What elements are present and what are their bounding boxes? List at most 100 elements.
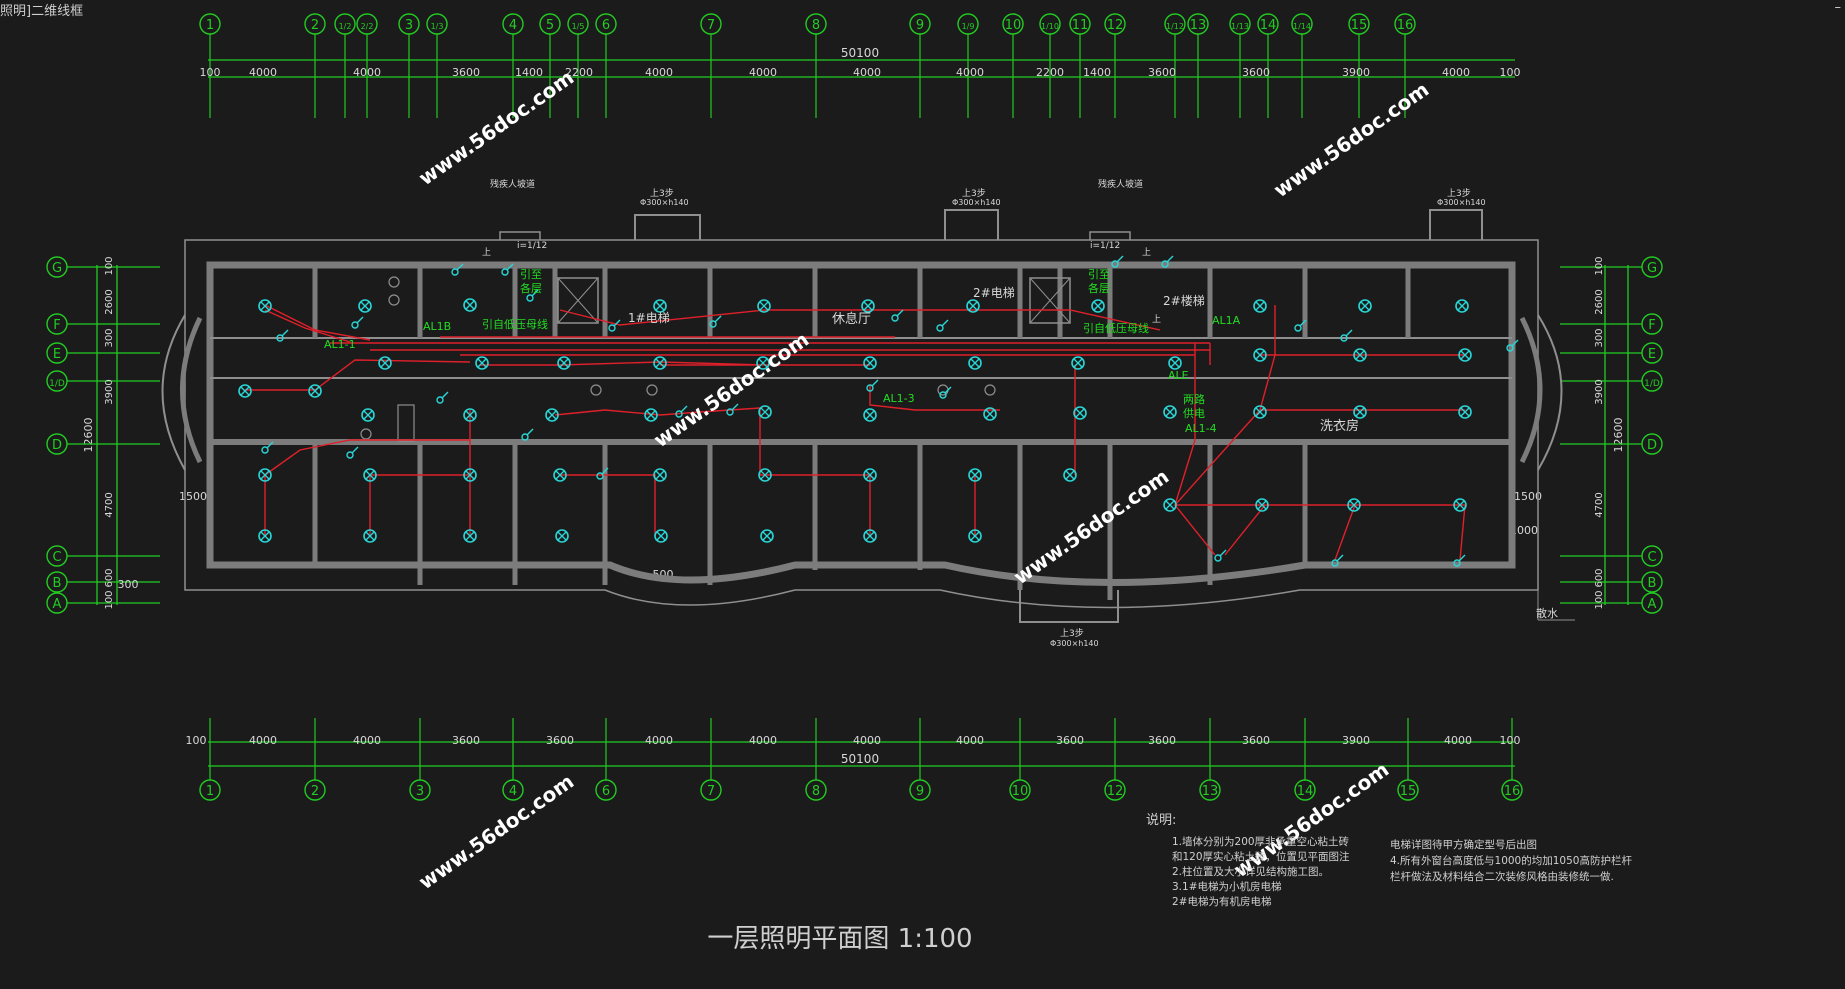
ceiling-light-icon (758, 405, 772, 419)
laundry-label: 洗衣房 (1320, 418, 1359, 434)
elevator-2-label: 2#电梯 (973, 286, 1015, 300)
notes-heading: 说明: (1146, 813, 1176, 828)
axis-label: C (52, 550, 61, 565)
disabled-ramp-label-1: 残疾人坡道 (490, 178, 535, 190)
riser-label-2a: 引至 (1088, 267, 1110, 281)
switch-icon (866, 379, 879, 392)
axis-label: 10 (1012, 784, 1029, 799)
axis-bubble-left: 1/D (46, 370, 160, 392)
switch-icon (521, 428, 534, 441)
axis-bubble-top: 2/2 (356, 13, 378, 118)
dimension-label: 1400 (515, 66, 543, 79)
axis-bubble-top: 9 (909, 13, 931, 118)
axis-label: 6 (602, 18, 610, 33)
axis-label: 13 (1190, 18, 1207, 33)
panel-al1-1-label: AL1-1 (324, 338, 356, 351)
ceiling-light-icon (358, 299, 372, 313)
dimension-label: 4000 (353, 66, 381, 79)
panel-al1b-label: AL1B (423, 320, 451, 333)
ceiling-light-icon (654, 529, 668, 543)
axis-bubble-top: 16 (1394, 13, 1416, 118)
switch-icon (891, 309, 904, 322)
axis-bubble-left: B (46, 571, 160, 593)
note-line: 和120厚实心粘土砖，位置见平面图注 (1172, 850, 1350, 863)
switch-icon (608, 319, 621, 332)
axis-bubble-top: 14 (1257, 13, 1279, 118)
dimension-label: 4700 (104, 492, 115, 517)
axis-label: 5 (546, 18, 554, 33)
axis-label: 16 (1397, 18, 1414, 33)
axis-bubble-bottom: 13 (1199, 718, 1221, 801)
dimension-label: 100 (1500, 66, 1521, 79)
ceiling-light-icon (1091, 299, 1105, 313)
axis-label: 1/14 (1293, 22, 1311, 31)
busway-label-1: 引自低压母线 (482, 317, 548, 331)
axis-bubble-right: E (1560, 342, 1663, 364)
dimension-label: 3600 (1148, 66, 1176, 79)
panel-labels: 引至 各层 引至 各层 引自低压母线 引自低压母线 AL1-1 AL1B AL1… (324, 267, 1241, 435)
dimension-label: 4000 (956, 66, 984, 79)
switch-icon (939, 386, 952, 399)
dimension-label: 4000 (749, 734, 777, 747)
right-total-dimension: 12600 (1612, 418, 1625, 453)
dimension-label: 100 (200, 66, 221, 79)
dimension-label: 2200 (565, 66, 593, 79)
ceiling-light-icon (361, 408, 375, 422)
dimension-label: 3600 (1242, 734, 1270, 747)
axis-label: 8 (812, 784, 820, 799)
axis-bubble-bottom: 8 (805, 718, 827, 801)
lighting-wiring (245, 304, 1466, 561)
axis-label: 10 (1005, 18, 1022, 33)
viewport-title[interactable]: 照明]二维线框 (0, 4, 84, 19)
dimension-label: 4000 (249, 734, 277, 747)
elevator-1-label: 1#电梯 (628, 311, 670, 325)
axis-label: 1/2 (339, 22, 352, 31)
axis-label: 1/D (49, 379, 65, 389)
ceiling-light-icon (1063, 468, 1077, 482)
dimension-label: 4000 (249, 66, 277, 79)
axis-label: 1/5 (572, 22, 585, 31)
dimension-label: 4700 (1594, 492, 1605, 517)
axis-bubble-top: 1/14 (1291, 13, 1313, 118)
dimension-label: 4000 (956, 734, 984, 747)
axis-bubble-bottom: 16 (1501, 718, 1523, 801)
note-line: 3.1#电梯为小机房电梯 (1172, 880, 1282, 893)
axis-bubble-bottom: 12 (1104, 718, 1126, 801)
axis-bubble-bottom: 6 (595, 718, 617, 801)
watermark-text: www.56doc.com (1229, 757, 1393, 882)
dimension-label: 600 (104, 568, 115, 587)
watermark-text: www.56doc.com (1009, 464, 1173, 589)
dimension-label: 3900 (1342, 66, 1370, 79)
ceiling-light-icon (378, 356, 392, 370)
axis-bubble-bottom: 3 (409, 718, 431, 801)
note-line: 栏杆做法及材料结合二次装修风格由装修统一做. (1390, 870, 1614, 883)
axis-bubble-left: G (46, 256, 160, 278)
axis-bubble-top: 4 (502, 13, 524, 118)
axis-label: 1 (206, 18, 214, 33)
ceiling-light-icon (760, 529, 774, 543)
steps-label-4: 上3步 (1060, 628, 1084, 639)
axis-label: 1/12 (1166, 22, 1184, 31)
dimension-label: 4000 (1444, 734, 1472, 747)
axis-label: 7 (707, 18, 715, 33)
dimension-label: 100 (1594, 256, 1605, 275)
axis-bubble-left: C (46, 545, 160, 567)
axis-bubble-top: 1/2 (334, 13, 356, 118)
up-label-3: 上 (1152, 314, 1161, 325)
dimension-label: 3600 (1242, 66, 1270, 79)
axis-bubble-top: 6 (595, 13, 617, 118)
ceiling-light-icon (863, 408, 877, 422)
close-icon[interactable]: – (1834, 0, 1842, 15)
axis-bubble-top: 15 (1348, 13, 1370, 118)
axis-bubble-right: D (1560, 433, 1663, 455)
ceiling-light-icon (653, 468, 667, 482)
riser-label-2b: 各层 (1088, 281, 1110, 295)
axis-label: D (52, 438, 62, 453)
